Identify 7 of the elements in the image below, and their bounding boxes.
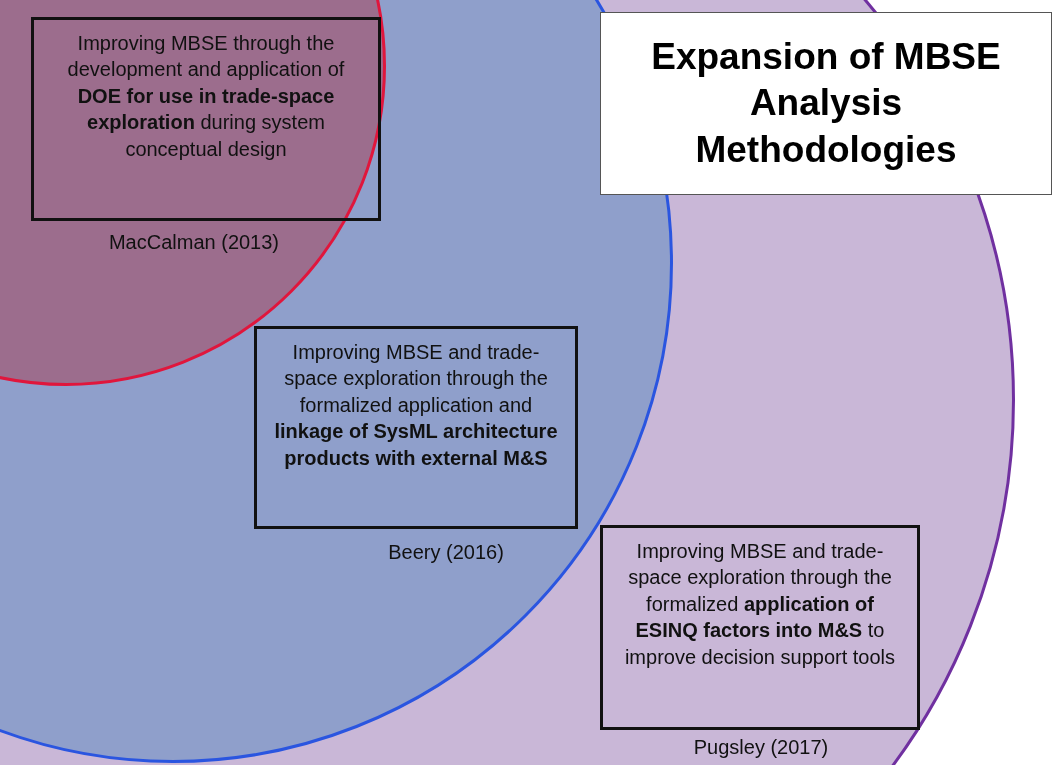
author-label: Beery (2016)	[388, 541, 504, 564]
text-box: Improving MBSE through the development and application of DOE for use in trade-space exploration during system conceptual design	[31, 17, 381, 221]
author-label: Pugsley (2017)	[693, 736, 829, 759]
author-label: MacCalman (2013)	[108, 231, 280, 254]
text-box: Improving MBSE and trade-space exploration through the formalized application and linkage of SysML architecture products with external M&S	[254, 326, 578, 529]
text-box: Improving MBSE and trade-space exploration through the formalized application of ESINQ factors into M&S to improve decision support tools	[600, 525, 920, 730]
diagram-title: Expansion of MBSE Analysis Methodologies	[600, 12, 1052, 195]
